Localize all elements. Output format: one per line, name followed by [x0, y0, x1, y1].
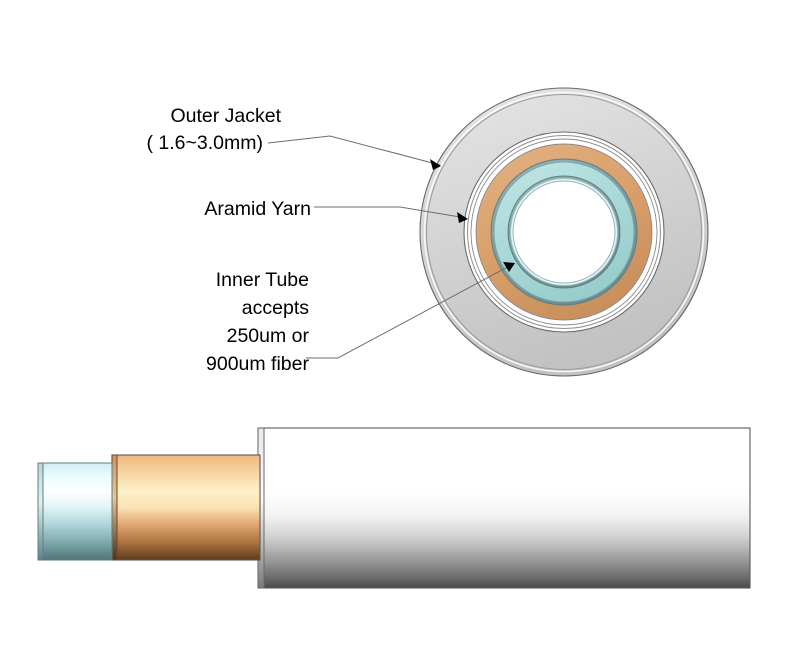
fiber-bore: [512, 180, 616, 284]
aramid-buffer-segment-cap: [111, 454, 118, 561]
leader-line-inner-tube: [306, 263, 514, 359]
inner-tube-segment: [37, 462, 113, 561]
arrow-head-aramid-yarn: [457, 212, 468, 223]
callout-labels: Outer Jacket ( 1.6~3.0mm) Aramid Yarn In…: [147, 105, 312, 375]
callout-inner-tube-line3: 250um or: [227, 325, 310, 347]
callout-leaders: [267, 135, 515, 359]
jacket-inner-bevel: [467, 135, 661, 329]
leader-line-outer-jacket: [267, 135, 441, 166]
outer-jacket-segment: [257, 427, 751, 589]
cable-side-profile: [37, 427, 751, 589]
callout-outer-jacket-line1: Outer Jacket: [170, 105, 281, 127]
callout-outer-jacket-line2: ( 1.6~3.0mm): [147, 132, 264, 154]
leader-line-aramid-yarn: [314, 206, 467, 219]
arrow-head-outer-jacket: [430, 159, 441, 170]
callout-inner-tube-line4: 900um fiber: [206, 353, 309, 375]
arrow-head-inner-tube: [503, 262, 515, 272]
callout-aramid-yarn-line1: Aramid Yarn: [204, 198, 311, 220]
aramid-buffer-segment: [111, 454, 261, 561]
cable-cross-section: [419, 87, 709, 377]
outer-jacket-highlight: [423, 91, 705, 373]
outer-jacket-inner-bevel: [426, 94, 702, 370]
inner-tube-segment-cap: [37, 462, 44, 561]
callout-inner-tube-line1: Inner Tube: [216, 269, 309, 291]
callout-inner-tube-line2: accepts: [242, 297, 309, 319]
